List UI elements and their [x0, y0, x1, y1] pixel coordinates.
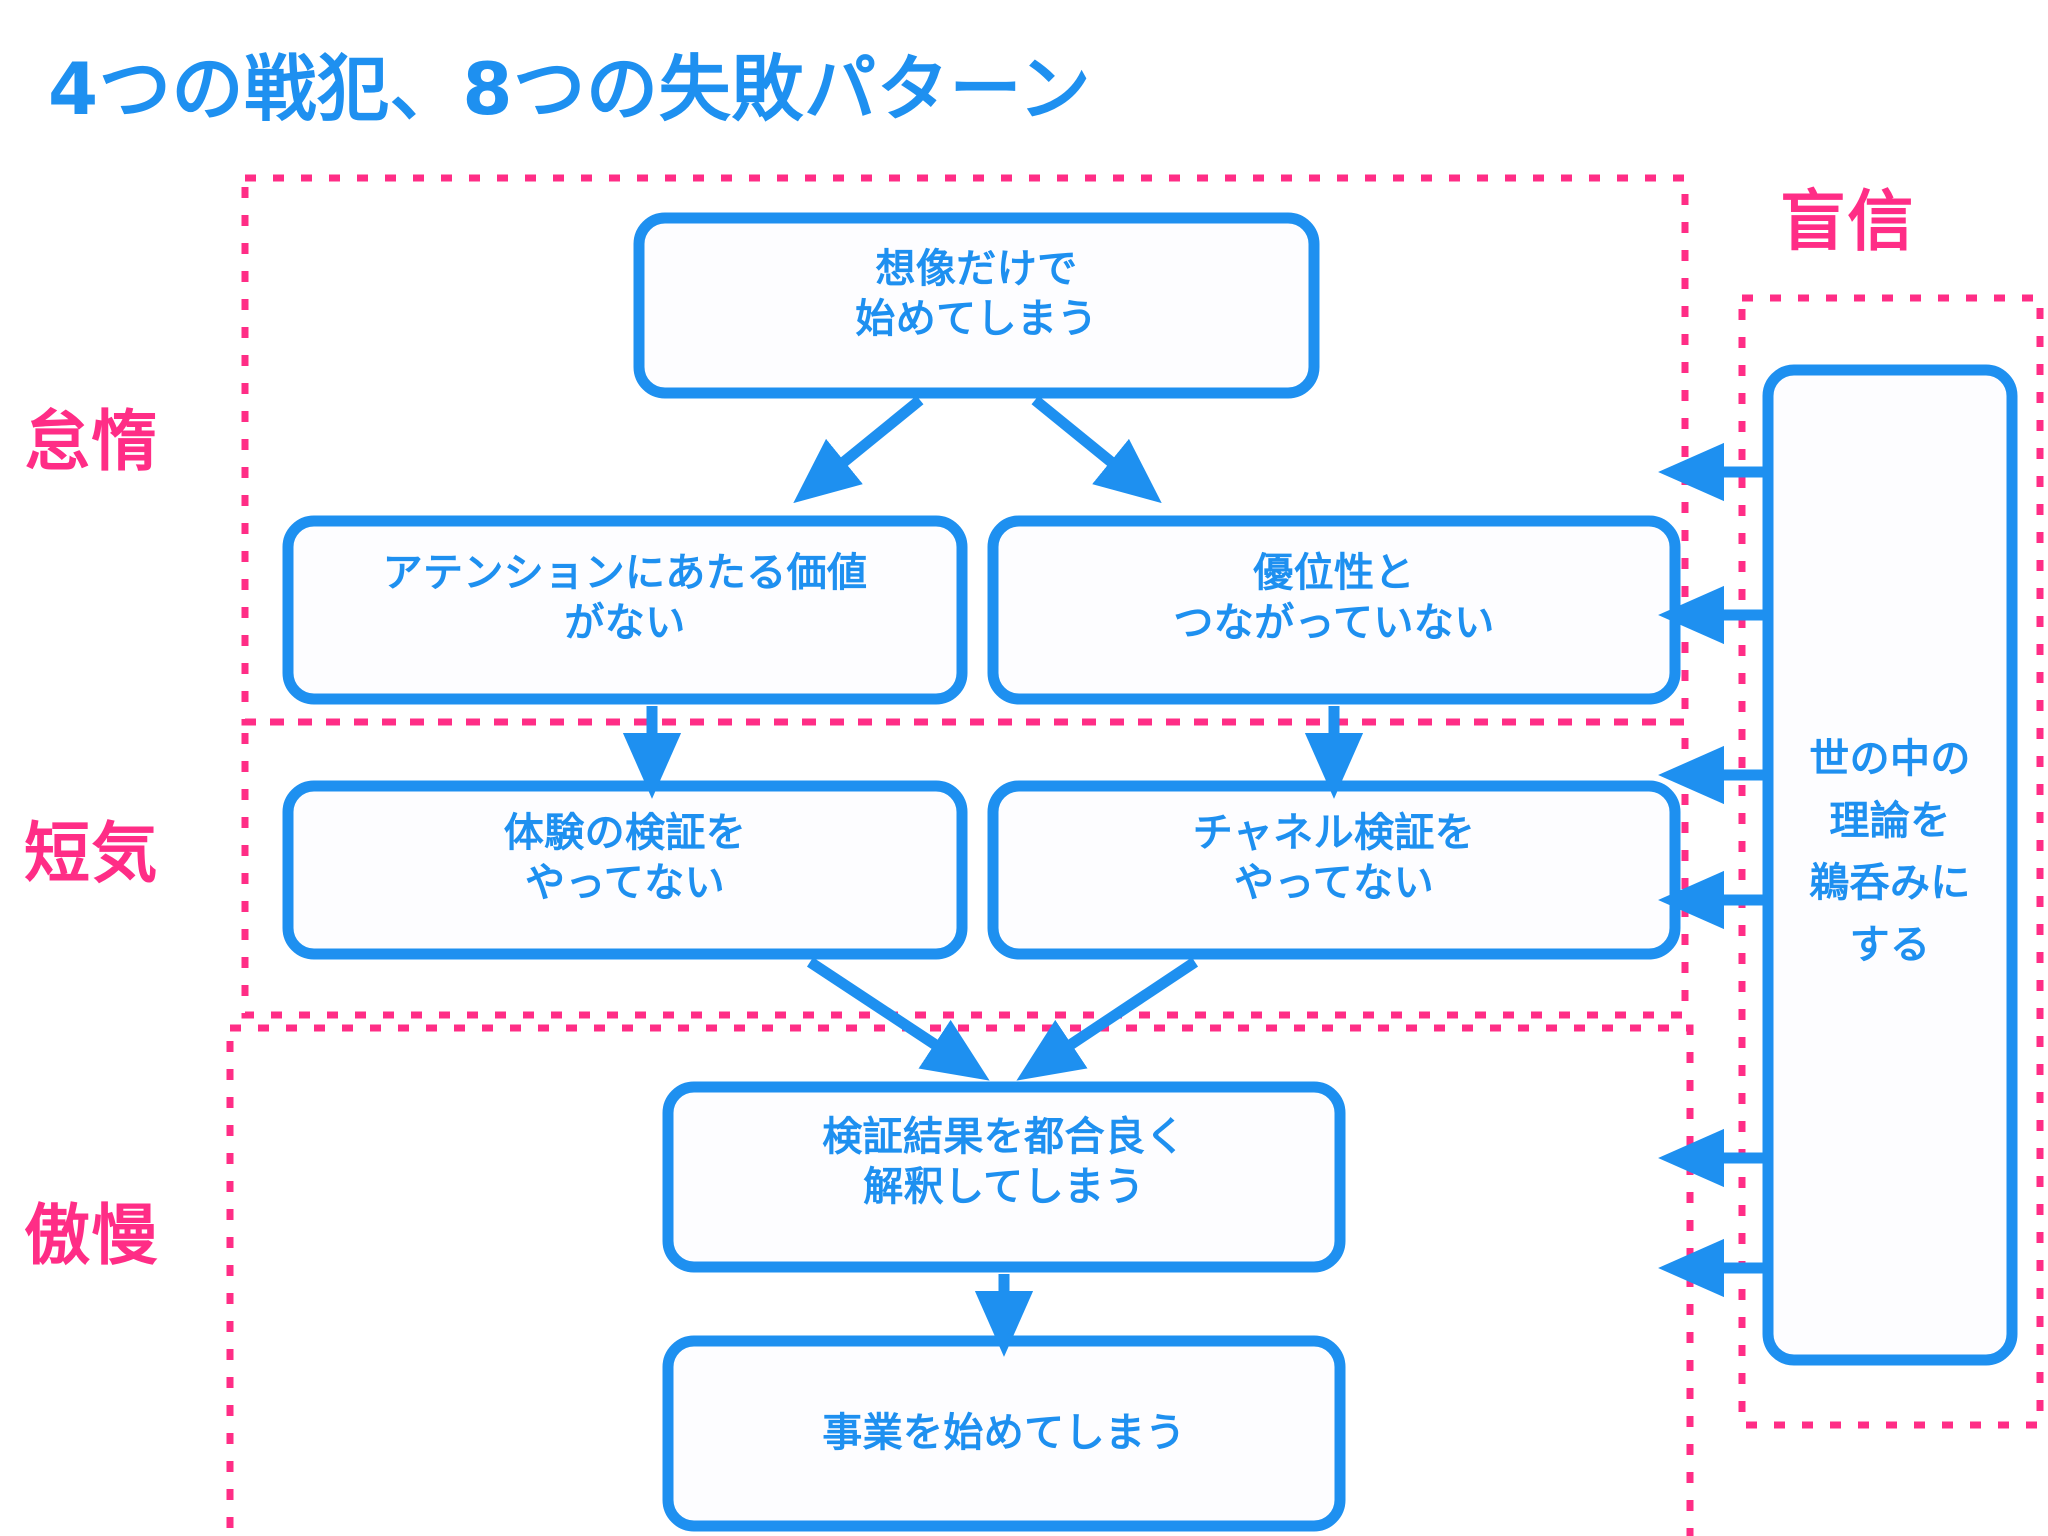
group-frame-moushin — [1738, 294, 2044, 1429]
box-imagination-label: 想像だけで 始めてしまう — [855, 246, 1098, 342]
arrow-imagination-to-advantage — [1031, 395, 1162, 504]
arrow-channel-to-interpret — [1016, 957, 1199, 1081]
box-start-label: 事業を始めてしまう — [822, 1410, 1186, 1456]
box-experience-label: 体験の検証を やってない — [503, 810, 747, 906]
box-attention-shape[interactable] — [282, 515, 968, 705]
box-attention-label: アテンションにあたる価値 がない — [382, 550, 868, 646]
group-frame-taida — [241, 174, 1689, 726]
box-imagination-shape[interactable] — [633, 212, 1320, 399]
box-channel-label: チャネル検証を やってない — [1192, 810, 1476, 906]
box-interpret-shape[interactable] — [662, 1081, 1346, 1273]
arrow-imagination-to-attention — [793, 395, 924, 504]
page-title: 4つの戦犯、8つの失敗パターン — [48, 47, 1092, 131]
category-label-gouman: 傲慢 — [24, 1197, 159, 1274]
category-label-taida: 怠惰 — [24, 403, 159, 480]
panel-blind-belief-label: 世の中の 理論を 鵜呑みに する — [1809, 736, 1971, 968]
arrow-experience-to-interpret — [806, 957, 990, 1081]
box-interpret-label: 検証結果を都合良く 解釈してしまう — [822, 1114, 1186, 1210]
flow-arrows — [622, 395, 1364, 1357]
box-advantage-label: 優位性と つながっていない — [1173, 550, 1495, 646]
blind-belief-arrows — [1658, 442, 1763, 1298]
group-frame-tanki — [241, 718, 1689, 1019]
panel-blind-belief-shape[interactable] — [1762, 364, 2018, 1366]
category-label-moushin: 盲信 — [1780, 183, 1915, 260]
category-label-tanki: 短気 — [24, 815, 159, 892]
